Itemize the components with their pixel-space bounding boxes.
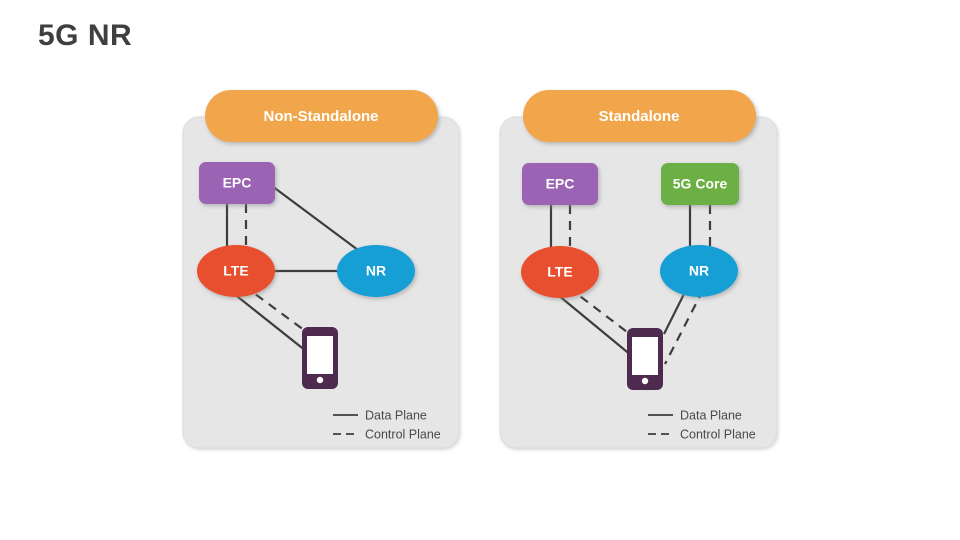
node-nr-shape (660, 245, 738, 297)
banner-standalone[interactable]: Standalone (523, 90, 756, 142)
legend-data-plane-label: Data Plane (365, 408, 427, 422)
node-nr-non-standalone[interactable]: NR (337, 245, 415, 297)
node-lte-non-standalone[interactable]: LTE (197, 245, 275, 297)
legend-non-standalone: Data Plane Control Plane (333, 408, 441, 441)
links-non-standalone (225, 185, 359, 356)
link-lte-ue-data (227, 288, 312, 356)
node-epc-standalone[interactable]: EPC (522, 163, 598, 205)
banner-label-non-standalone: Non-Standalone (264, 108, 379, 125)
banner-pill-shape (523, 90, 756, 142)
node-nr-shape (337, 245, 415, 297)
node-lte-shape (521, 246, 599, 298)
banner-pill-shape (205, 90, 438, 142)
banner-label-standalone: Standalone (599, 108, 680, 125)
node-lte-label: LTE (547, 264, 572, 280)
node-epc-shape (199, 162, 275, 204)
node-5g-core-shape (661, 163, 739, 205)
legend-control-plane-label: Control Plane (365, 427, 441, 441)
node-nr-label: NR (366, 263, 386, 279)
node-epc-shape (522, 163, 598, 205)
banner-non-standalone[interactable]: Non-Standalone (205, 90, 438, 142)
phone-screen (632, 337, 658, 375)
link-lte-ue-data (551, 289, 633, 357)
link-nr-ue-control (664, 289, 704, 365)
legend-standalone: Data Plane Control Plane (648, 408, 756, 441)
link-lte-ue-control (567, 286, 632, 336)
phone-screen (307, 336, 333, 374)
link-nr-ue-data (663, 289, 687, 335)
phone-home-button (641, 377, 649, 385)
legend-control-plane-label: Control Plane (680, 427, 756, 441)
panel-non-standalone: EPC LTE NR Non-Standalone (182, 90, 460, 449)
node-5g-core-standalone[interactable]: 5G Core (661, 163, 739, 205)
page-title: 5G NR (38, 19, 133, 52)
node-5g-core-label: 5G Core (673, 176, 728, 192)
node-nr-standalone[interactable]: NR (660, 245, 738, 297)
link-epc-nr-data (271, 185, 359, 251)
node-lte-standalone[interactable]: LTE (521, 246, 599, 298)
node-lte-label: LTE (223, 263, 248, 279)
link-lte-ue-control (242, 284, 309, 334)
node-epc-non-standalone[interactable]: EPC (199, 162, 275, 204)
node-ue-phone-non-standalone[interactable] (302, 327, 338, 389)
node-epc-label: EPC (223, 175, 252, 191)
phone-home-button (316, 376, 324, 384)
node-epc-label: EPC (546, 176, 575, 192)
legend-data-plane-label: Data Plane (680, 408, 742, 422)
node-lte-shape (197, 245, 275, 297)
node-nr-label: NR (689, 263, 709, 279)
panel-standalone: EPC 5G Core LTE NR (499, 90, 778, 449)
node-ue-phone-standalone[interactable] (627, 328, 663, 390)
